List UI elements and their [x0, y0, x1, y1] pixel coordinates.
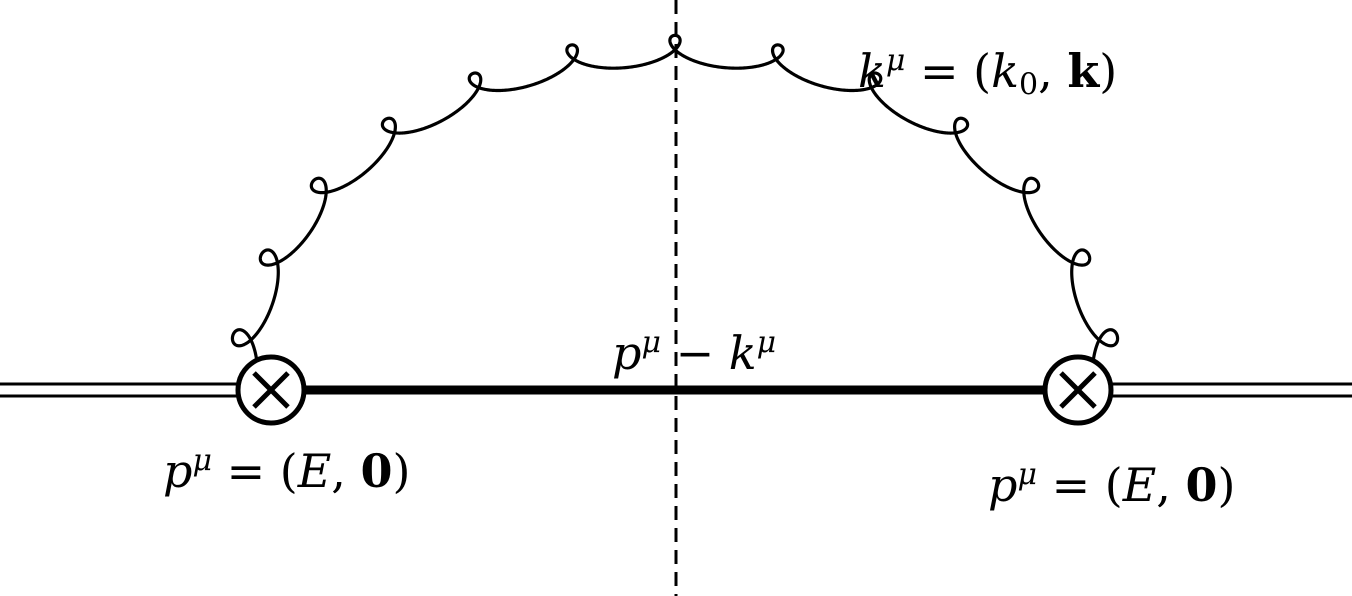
right-external-momentum-label: pμ = (E, 0)	[988, 457, 1236, 512]
double-line-left	[0, 382, 240, 398]
vertex-left	[235, 354, 307, 426]
internal-momentum-label: pμ − kμ	[612, 325, 777, 380]
double-line-right	[1110, 382, 1352, 398]
left-external-momentum-label: pμ = (E, 0)	[163, 443, 411, 498]
gluon-momentum-label: kμ = (k0, k)	[858, 43, 1118, 103]
vertex-right	[1042, 354, 1114, 426]
